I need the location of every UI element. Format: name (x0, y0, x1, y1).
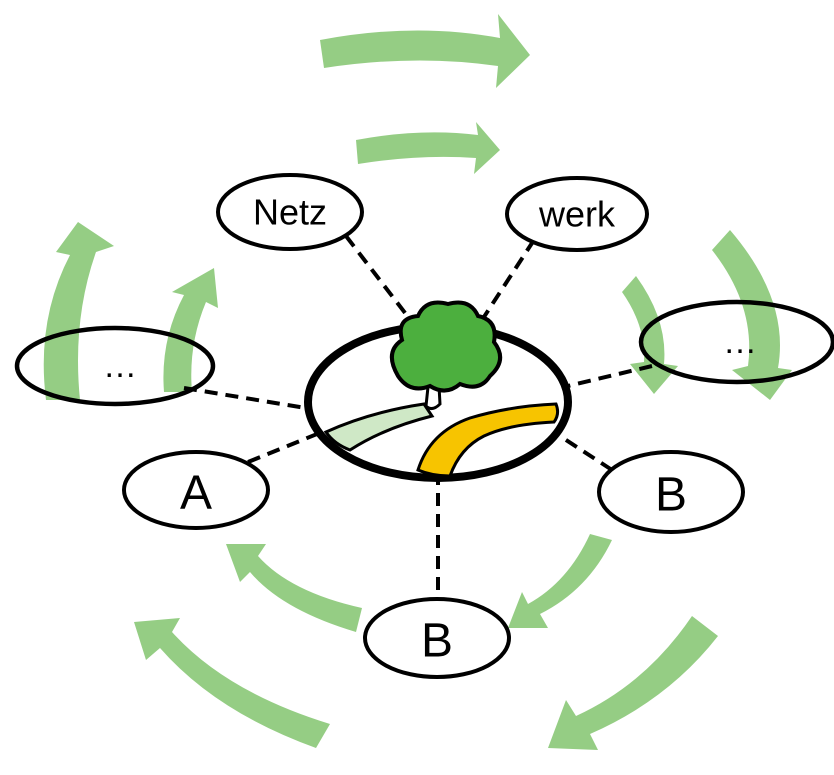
center-logo (304, 300, 572, 482)
node-left-ellipsis: … (14, 325, 216, 407)
node-netz-label: Netz (253, 192, 327, 233)
arrow-right-outer (712, 230, 792, 400)
node-right-ellipsis-label: … (723, 323, 757, 361)
arrow-left-outer (43, 222, 114, 400)
node-werk: werk (505, 176, 649, 252)
node-b-right: B (597, 450, 745, 534)
node-a-label: A (180, 467, 212, 520)
arrow-bottom-left-inner (226, 544, 362, 632)
connectors (183, 234, 653, 590)
logo-road-green (323, 402, 435, 452)
arrow-top-outer (320, 14, 530, 88)
cycle-arrows (43, 14, 792, 750)
connector-a (247, 430, 323, 464)
logo-tree-canopy (390, 300, 502, 393)
connector-left-ellipsis (183, 386, 319, 412)
connector-right-ellipsis (567, 364, 653, 388)
node-right-ellipsis: … (638, 299, 834, 385)
node-b-bottom: B (363, 597, 511, 679)
arrow-bottom-right-inner (508, 534, 612, 628)
logo-road-yellow (416, 402, 560, 478)
node-netz: Netz (216, 173, 364, 251)
connector-netz (344, 234, 414, 324)
node-a: A (122, 450, 270, 530)
connector-werk (480, 238, 536, 322)
arrow-left-inner (163, 268, 218, 392)
node-b-right-label: B (655, 469, 687, 522)
arrow-right-inner (622, 276, 678, 394)
arrow-bottom-right-outer (548, 616, 718, 750)
node-werk-label: werk (538, 194, 616, 235)
connector-b-right (558, 434, 614, 472)
arrow-bottom-left-outer (134, 618, 330, 748)
node-left-ellipsis-label: … (103, 347, 137, 385)
node-b-bottom-label: B (421, 615, 453, 668)
arrow-top-inner (356, 122, 500, 174)
